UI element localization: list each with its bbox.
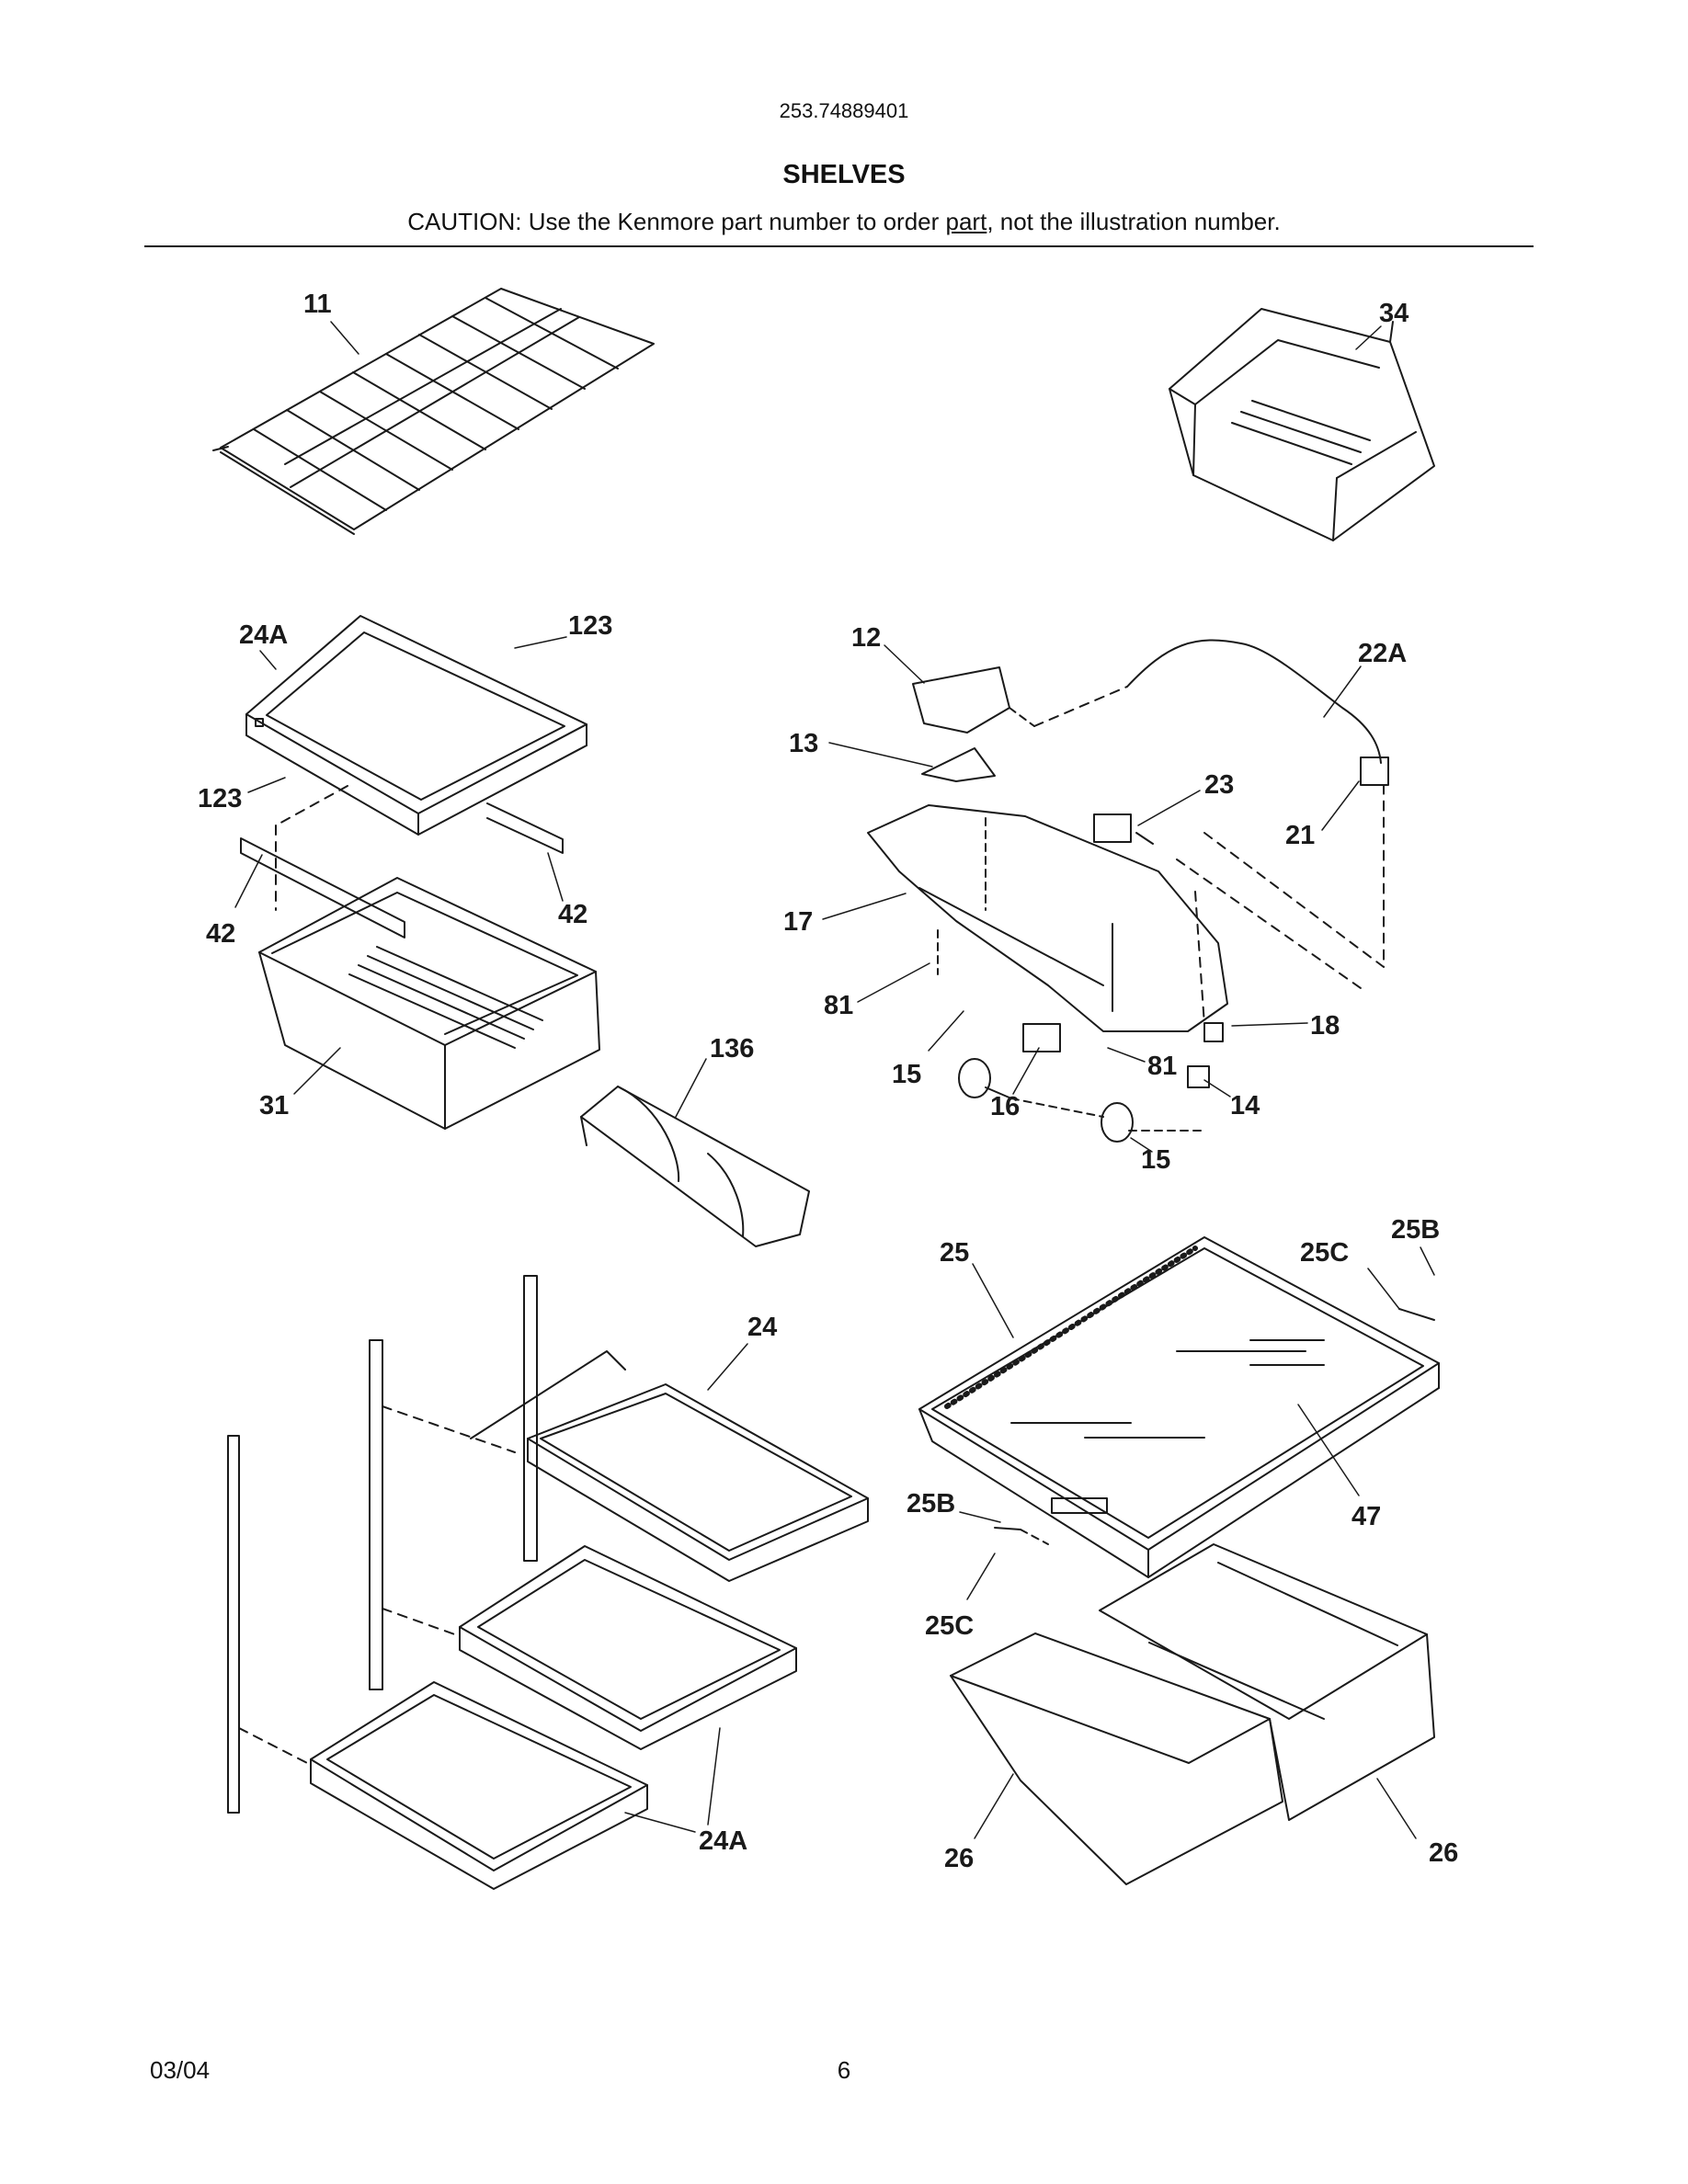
callout-25c-top: 25C <box>1300 1238 1349 1268</box>
crisper-drawers-part <box>950 1543 1435 1885</box>
page-number: 6 <box>837 2056 851 2084</box>
callout-42-b: 42 <box>558 900 587 929</box>
glass-shelf-top-part <box>245 615 587 836</box>
callout-81-b: 81 <box>1147 1052 1177 1081</box>
caution-suffix: , not the illustration number. <box>987 208 1281 235</box>
callout-123-b: 123 <box>198 784 242 813</box>
slide-out-shelves-part <box>227 1275 869 1890</box>
shelf-rails-part <box>240 785 564 938</box>
callout-25b-bottom: 25B <box>907 1489 955 1519</box>
callout-15-b: 15 <box>1141 1145 1170 1175</box>
callout-31: 31 <box>259 1091 289 1120</box>
caution-note: CAUTION: Use the Kenmore part number to … <box>0 208 1688 236</box>
caution-underlined: part <box>945 208 987 235</box>
callout-13: 13 <box>789 729 818 758</box>
caution-prefix: CAUTION: Use the Kenmore part number to … <box>407 208 946 235</box>
callout-25: 25 <box>940 1238 969 1268</box>
callout-25c-bottom: 25C <box>925 1611 974 1641</box>
callout-17: 17 <box>783 907 813 937</box>
light-housing-part <box>867 666 1228 1032</box>
deli-drawer-right-part <box>1169 308 1435 541</box>
callout-26-a: 26 <box>944 1844 974 1873</box>
callout-leader-lines <box>234 321 1435 1839</box>
callout-15-a: 15 <box>892 1060 921 1089</box>
callout-14: 14 <box>1230 1091 1260 1120</box>
callout-136: 136 <box>710 1034 754 1064</box>
callout-42-a: 42 <box>206 919 235 949</box>
callout-11: 11 <box>303 290 332 319</box>
wire-shelf-part <box>212 288 655 535</box>
callout-123-a: 123 <box>568 611 612 641</box>
callout-18: 18 <box>1310 1011 1340 1041</box>
callout-24a-bottom: 24A <box>699 1826 747 1856</box>
bulbs-and-sockets-part <box>958 1022 1224 1143</box>
callout-26-b: 26 <box>1429 1838 1458 1868</box>
callout-25b-top: 25B <box>1391 1215 1440 1245</box>
footer-date: 03/04 <box>150 2056 211 2084</box>
callout-81-a: 81 <box>824 991 853 1020</box>
callout-12: 12 <box>851 623 881 653</box>
model-number: 253.74889401 <box>779 99 909 122</box>
section-title: SHELVES <box>782 160 906 189</box>
callout-47: 47 <box>1352 1502 1381 1531</box>
callout-labels: 11 34 24A 123 123 42 42 31 136 12 13 22A… <box>198 290 1458 1873</box>
callout-21: 21 <box>1285 821 1315 850</box>
callout-16: 16 <box>990 1092 1020 1121</box>
callout-34: 34 <box>1379 299 1409 328</box>
header-rule <box>144 245 1534 247</box>
callout-22a: 22A <box>1358 639 1407 668</box>
crisper-cover-part <box>918 1236 1440 1578</box>
callout-23: 23 <box>1204 770 1234 800</box>
wine-rack-part <box>580 1086 810 1247</box>
deli-pan-part <box>258 877 600 1130</box>
thermostat-wire-part <box>1093 639 1389 1026</box>
callout-24: 24 <box>747 1313 777 1342</box>
callout-24a-top: 24A <box>239 620 288 650</box>
